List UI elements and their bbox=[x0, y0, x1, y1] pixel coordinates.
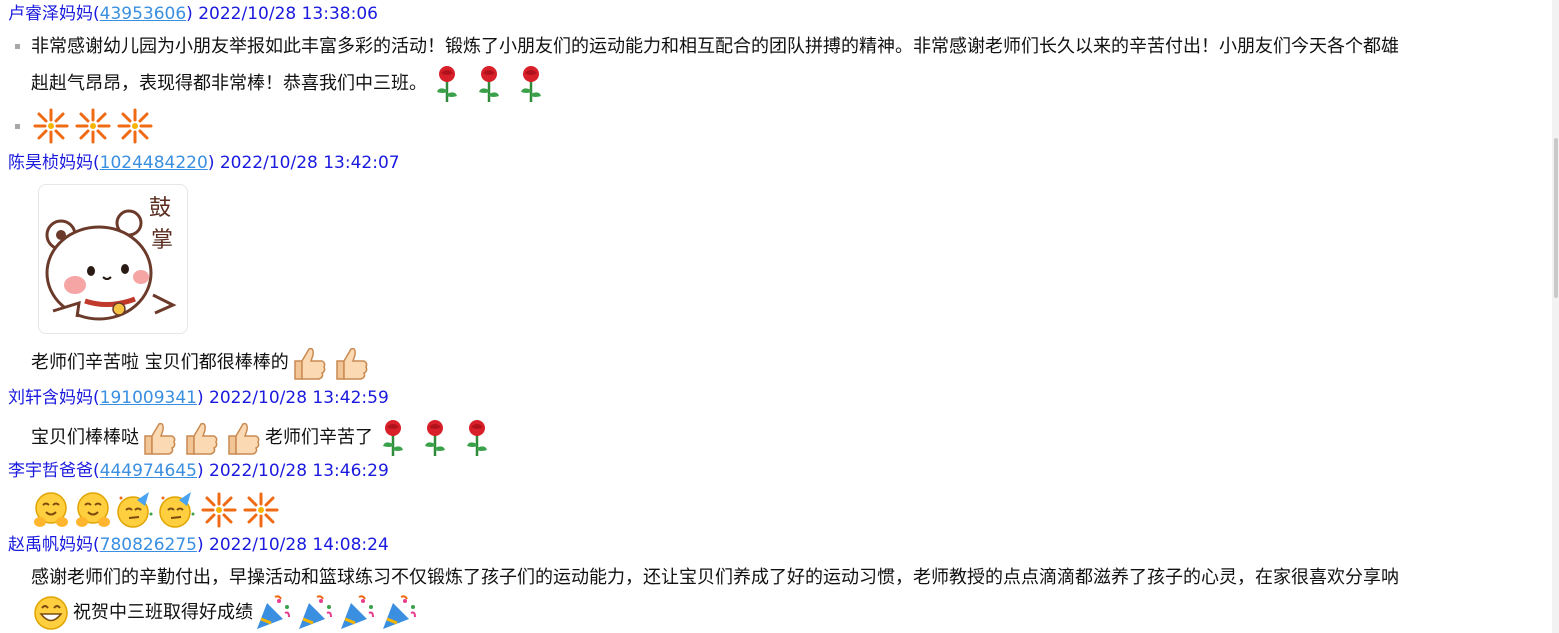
rose-icon bbox=[373, 418, 413, 458]
grin-icon bbox=[31, 593, 71, 633]
message-header: 李宇哲爸爸(444974645) 2022/10/28 13:46:29 bbox=[8, 461, 389, 481]
message-text: 老师们辛苦啦 宝贝们都很棒棒的 bbox=[31, 352, 289, 373]
message-header: 陈昊桢妈妈(1024484220) 2022/10/28 13:42:07 bbox=[8, 153, 400, 173]
message-header: 刘轩含妈妈(191009341) 2022/10/28 13:42:59 bbox=[8, 388, 389, 408]
vertical-scrollbar[interactable] bbox=[1552, 0, 1559, 633]
rose-icon bbox=[511, 64, 551, 104]
party-face-icon bbox=[157, 490, 197, 530]
firework-icon bbox=[241, 490, 281, 530]
qq-link[interactable]: 1024484220 bbox=[99, 153, 208, 173]
party-popper-icon bbox=[337, 593, 377, 633]
bullet-icon bbox=[15, 124, 20, 129]
message-line: 赳赳气昂昂，表现得都非常棒！恭喜我们中三班。 bbox=[31, 64, 553, 104]
timestamp: 2022/10/28 14:08:24 bbox=[209, 535, 389, 555]
rose-icon bbox=[415, 418, 455, 458]
message-line bbox=[31, 106, 157, 146]
message-header: 赵禹帆妈妈(780826275) 2022/10/28 14:08:24 bbox=[8, 535, 389, 555]
scrollbar-thumb[interactable] bbox=[1554, 138, 1558, 298]
timestamp: 2022/10/28 13:42:07 bbox=[219, 153, 400, 173]
party-popper-icon bbox=[379, 593, 419, 633]
rose-icon bbox=[469, 64, 509, 104]
timestamp: 2022/10/28 13:42:59 bbox=[209, 388, 389, 408]
thumbs-up-icon bbox=[223, 418, 263, 458]
rose-icon bbox=[457, 418, 497, 458]
message-line: 宝贝们棒棒哒 老师们辛苦了 bbox=[31, 418, 499, 458]
firework-icon bbox=[199, 490, 239, 530]
firework-icon bbox=[31, 106, 71, 146]
party-face-icon bbox=[115, 490, 155, 530]
party-popper-icon bbox=[253, 593, 293, 633]
sticker-text: 鼓 bbox=[149, 196, 171, 221]
message-text: 非常感谢幼儿园为小朋友举报如此丰富多彩的活动！锻炼了小朋友们的运动能力和相互配合… bbox=[31, 36, 1399, 57]
timestamp: 2022/10/28 13:46:29 bbox=[209, 461, 389, 481]
sticker-text: 掌 bbox=[151, 228, 173, 253]
firework-icon bbox=[115, 106, 155, 146]
message-line: 老师们辛苦啦 宝贝们都很棒棒的 bbox=[31, 343, 373, 383]
bullet-icon bbox=[15, 44, 20, 49]
timestamp: 2022/10/28 13:38:06 bbox=[198, 4, 378, 24]
message-text: 宝贝们棒棒哒 bbox=[31, 427, 139, 448]
hug-icon bbox=[73, 490, 113, 530]
rose-icon bbox=[427, 64, 467, 104]
firework-icon bbox=[73, 106, 113, 146]
qq-link[interactable]: 43953606 bbox=[99, 4, 187, 24]
thumbs-up-icon bbox=[289, 343, 329, 383]
hug-icon bbox=[31, 490, 71, 530]
sender-name: 卢睿泽妈妈 bbox=[8, 4, 93, 24]
message-text: 老师们辛苦了 bbox=[265, 427, 373, 448]
sender-name: 陈昊桢妈妈 bbox=[8, 153, 93, 173]
message-text: 感谢老师们的辛勤付出，早操活动和篮球练习不仅锻炼了孩子们的运动能力，还让宝贝们养… bbox=[31, 567, 1399, 588]
thumbs-up-icon bbox=[181, 418, 221, 458]
message-line bbox=[31, 490, 283, 530]
party-popper-icon bbox=[295, 593, 335, 633]
qq-link[interactable]: 191009341 bbox=[99, 388, 197, 408]
sender-name: 李宇哲爸爸 bbox=[8, 461, 93, 481]
message-text: 赳赳气昂昂，表现得都非常棒！恭喜我们中三班。 bbox=[31, 73, 427, 94]
qq-link[interactable]: 444974645 bbox=[99, 461, 197, 481]
qq-link[interactable]: 780826275 bbox=[99, 535, 197, 555]
message-header: 卢睿泽妈妈(43953606) 2022/10/28 13:38:06 bbox=[8, 4, 378, 24]
thumbs-up-icon bbox=[139, 418, 179, 458]
message-text: 祝贺中三班取得好成绩 bbox=[73, 602, 253, 623]
thumbs-up-icon bbox=[331, 343, 371, 383]
sender-name: 赵禹帆妈妈 bbox=[8, 535, 93, 555]
sender-name: 刘轩含妈妈 bbox=[8, 388, 93, 408]
message-line: 祝贺中三班取得好成绩 bbox=[31, 593, 421, 633]
bear-clap-sticker[interactable]: 鼓 掌 bbox=[38, 184, 188, 334]
